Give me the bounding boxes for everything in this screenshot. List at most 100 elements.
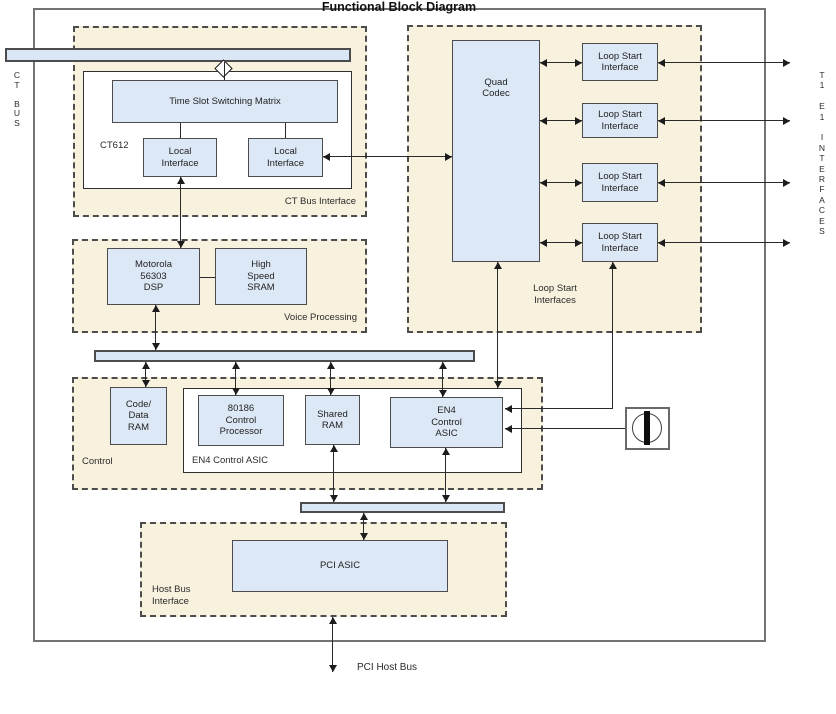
en4-control-asic-box-label: EN4 Control ASIC	[192, 455, 269, 466]
shared-ram-block: Shared RAM	[305, 395, 360, 445]
connector-pci-host-bus	[332, 617, 333, 672]
connector-codec-to-lsi-2	[540, 120, 582, 121]
connector-codec-to-en4	[497, 262, 498, 388]
oscillator-crystal-bar-icon	[644, 411, 650, 445]
arrowhead	[783, 179, 790, 187]
external-line-lsi-3	[658, 182, 790, 183]
arrowhead	[494, 262, 502, 269]
pci-asic-block: PCI ASIC	[232, 540, 448, 592]
arrowhead	[330, 495, 338, 502]
arrowhead	[575, 179, 582, 187]
connector-host-bar-to-pci-asic	[363, 513, 364, 540]
quad-codec-block: Quad Codec	[452, 40, 540, 262]
pci-host-bus-label: PCI Host Bus	[357, 662, 418, 673]
connector-dsp-to-bus	[155, 305, 156, 350]
local-interface-right-block: Local Interface	[248, 138, 323, 177]
local-bus-bar	[94, 350, 475, 362]
loop-start-interface-block-3: Loop Start Interface	[582, 163, 658, 202]
arrowhead	[540, 117, 547, 125]
external-line-lsi-2	[658, 120, 790, 121]
arrowhead	[783, 59, 790, 67]
connector-bus-to-code-data-ram	[145, 362, 146, 387]
ct-bus-vertical-label: C T B U S	[13, 70, 21, 128]
arrowhead	[327, 362, 335, 369]
arrowhead	[142, 380, 150, 387]
connector-codec-to-lsi-1	[540, 62, 582, 63]
connector-shared-ram-to-host-bar	[333, 445, 334, 502]
arrowhead	[505, 425, 512, 433]
arrowhead	[658, 59, 665, 67]
connector-local-to-dsp	[180, 177, 181, 248]
arrowhead	[329, 665, 337, 672]
arrowhead	[783, 239, 790, 247]
diagram-title: Functional Block Diagram	[321, 0, 477, 14]
code-data-ram-block: Code/ Data RAM	[110, 387, 167, 445]
arrowhead	[540, 59, 547, 67]
arrowhead	[329, 617, 337, 624]
connector-codec-to-lsi-4	[540, 242, 582, 243]
connector-bus-to-en4-asic	[442, 362, 443, 397]
connector-bus-to-shared-ram	[330, 362, 331, 395]
arrowhead	[575, 117, 582, 125]
arrowhead	[327, 388, 335, 395]
connector-matrix-to-local-right	[285, 123, 286, 138]
arrowhead	[494, 381, 502, 388]
arrowhead	[575, 239, 582, 247]
external-line-lsi-4	[658, 242, 790, 243]
diagram-outer-border	[33, 8, 766, 642]
ct-bus-bar	[5, 48, 351, 62]
arrowhead	[442, 495, 450, 502]
arrowhead	[540, 179, 547, 187]
external-line-lsi-1	[658, 62, 790, 63]
arrowhead	[575, 59, 582, 67]
arrowhead	[439, 390, 447, 397]
connector-bus-to-processor	[235, 362, 236, 395]
connector-matrix-to-local-left	[180, 123, 181, 138]
arrowhead	[323, 153, 330, 161]
arrowhead	[232, 388, 240, 395]
control-label: Control	[82, 456, 113, 467]
connector-codec-to-lsi-3	[540, 182, 582, 183]
arrowhead	[177, 177, 185, 184]
arrowhead	[658, 239, 665, 247]
connector-lsi4-to-en4	[505, 408, 613, 409]
loop-start-interfaces-label: Loop Start Interfaces	[533, 283, 577, 306]
local-interface-left-block: Local Interface	[143, 138, 217, 177]
arrowhead	[177, 241, 185, 248]
connector-bus-to-matrix	[224, 62, 225, 80]
high-speed-sram-block: High Speed SRAM	[215, 248, 307, 305]
arrowhead	[442, 448, 450, 455]
arrowhead	[330, 445, 338, 452]
loop-start-interface-block-1: Loop Start Interface	[582, 43, 658, 81]
arrowhead	[152, 343, 160, 350]
ct-bus-interface-label: CT Bus Interface	[284, 196, 356, 207]
host-bus-bar	[300, 502, 505, 513]
arrowhead	[783, 117, 790, 125]
80186-processor-block: 80186 Control Processor	[198, 395, 284, 446]
arrowhead	[609, 262, 617, 269]
arrowhead	[232, 362, 240, 369]
arrowhead	[658, 179, 665, 187]
host-bus-interface-label: Host Bus Interface	[152, 584, 191, 607]
loop-start-interface-block-2: Loop Start Interface	[582, 103, 658, 138]
arrowhead	[360, 533, 368, 540]
t1-e1-interfaces-vertical-label: T 1 E 1 I N T E R F A C E S	[818, 70, 826, 237]
arrowhead	[142, 362, 150, 369]
voice-processing-label: Voice Processing	[284, 312, 357, 323]
ct612-label: CT612	[100, 140, 129, 151]
connector-local-to-quad-codec	[323, 156, 452, 157]
arrowhead	[439, 362, 447, 369]
connector-lsi4-down	[612, 262, 613, 408]
arrowhead	[540, 239, 547, 247]
arrowhead	[658, 117, 665, 125]
loop-start-interface-block-4: Loop Start Interface	[582, 223, 658, 262]
arrowhead	[360, 513, 368, 520]
en4-control-asic-block: EN4 Control ASIC	[390, 397, 503, 448]
arrowhead	[505, 405, 512, 413]
time-slot-switching-matrix-block: Time Slot Switching Matrix	[112, 80, 338, 123]
arrowhead	[152, 305, 160, 312]
connector-oscillator-to-en4	[505, 428, 625, 429]
dsp-block: Motorola 56303 DSP	[107, 248, 200, 305]
connector-en4-to-host-bar	[445, 448, 446, 502]
